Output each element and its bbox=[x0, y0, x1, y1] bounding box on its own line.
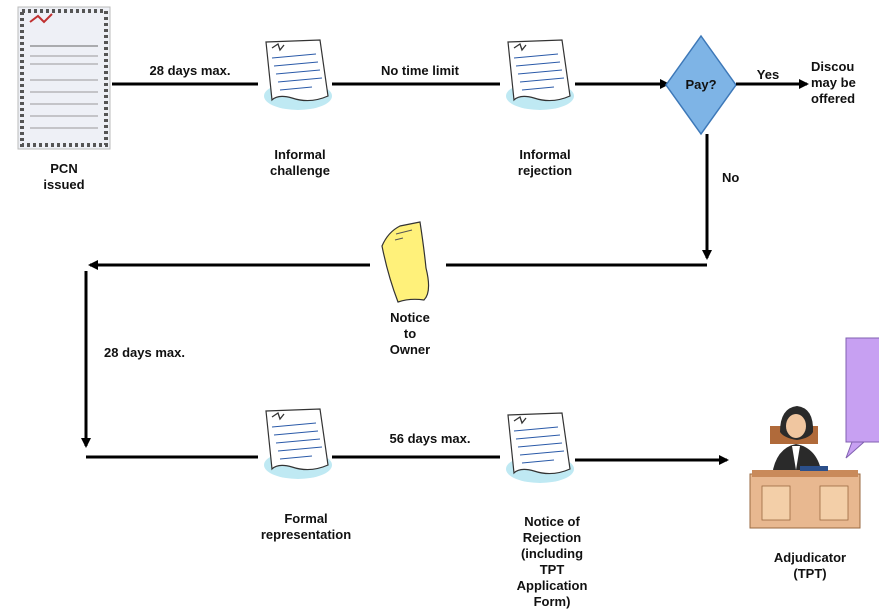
yes-label: Yes bbox=[756, 67, 780, 82]
adjudicator-at-desk-icon bbox=[749, 406, 861, 529]
pcn-document-icon bbox=[17, 6, 111, 150]
pcn-label: PCN issued bbox=[43, 161, 85, 192]
edge-label-56-days: 56 days max. bbox=[389, 431, 471, 446]
edge-label-owner-28-days: 28 days max. bbox=[104, 345, 185, 360]
notice-of-rejection-label: Notice of Rejection (including TPT Appli… bbox=[516, 514, 588, 609]
informal-rejection-letter-icon bbox=[505, 39, 575, 111]
decision-diamond bbox=[665, 34, 737, 136]
yellow-notice-icon bbox=[381, 221, 430, 303]
notice-of-rejection-letter-icon bbox=[505, 412, 575, 484]
adjudicator-label: Adjudicator (TPT) bbox=[773, 550, 847, 581]
speech-bubble bbox=[845, 337, 879, 459]
informal-rejection-label: Informal rejection bbox=[517, 147, 573, 178]
informal-challenge-letter-icon bbox=[263, 39, 333, 111]
no-label: No bbox=[722, 170, 740, 185]
edge-label-no-time-limit: No time limit bbox=[380, 63, 459, 78]
formal-representation-letter-icon bbox=[263, 408, 333, 480]
discount-label: Discou may be offered bbox=[811, 59, 856, 106]
informal-challenge-label: Informal challenge bbox=[270, 147, 330, 178]
formal-representation-label: Formal representation bbox=[260, 511, 352, 542]
decision-label: Pay? bbox=[685, 77, 717, 92]
notice-to-owner-label: Notice to Owner bbox=[389, 310, 431, 357]
edge-label-28-days: 28 days max. bbox=[149, 63, 231, 78]
